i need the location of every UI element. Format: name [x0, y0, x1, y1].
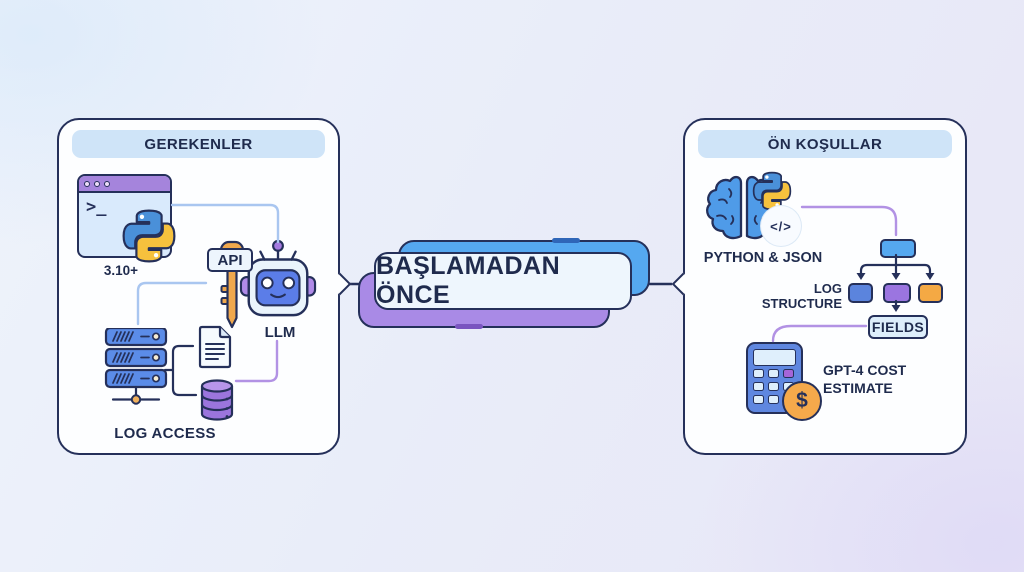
- requirements-panel: GEREKENLER >_ 3.10+ API LLM: [57, 118, 340, 455]
- python-version-label: 3.10+: [103, 263, 139, 278]
- prerequisites-header: ÖN KOŞULLAR: [698, 130, 952, 158]
- calculator-icon: [746, 342, 803, 414]
- dollar-coin-icon: $: [782, 381, 822, 421]
- robot-llm-icon: [239, 239, 317, 317]
- api-tag: API: [207, 248, 253, 272]
- cost-estimate-label: GPT-4 COST ESTIMATE: [823, 362, 907, 397]
- llm-label: LLM: [264, 324, 296, 341]
- calculator-screen: [753, 349, 796, 366]
- window-dot-icon: [104, 180, 110, 187]
- requirements-header: GEREKENLER: [72, 130, 325, 158]
- python-json-label: PYTHON & JSON: [703, 250, 823, 266]
- card-dash: [552, 238, 580, 243]
- prerequisites-panel: ÖN KOŞULLAR </> PYTHON & JSON LOG STRUCT…: [683, 118, 967, 455]
- terminal-titlebar: [79, 176, 170, 193]
- log-access-label: LOG ACCESS: [114, 425, 216, 442]
- tree-root-box: [880, 239, 916, 258]
- card-dash: [455, 324, 483, 329]
- server-stack-icon: [104, 328, 168, 405]
- window-dot-icon: [94, 180, 100, 187]
- database-icon: [200, 379, 234, 421]
- terminal-prompt: >_: [86, 197, 107, 217]
- python-logo-icon: [122, 209, 176, 263]
- tree-child-blue-box: [848, 283, 873, 303]
- window-dot-icon: [84, 180, 90, 187]
- code-badge-icon: </>: [761, 206, 801, 246]
- log-structure-label: LOG STRUCTURE: [761, 281, 842, 312]
- document-icon: [198, 325, 232, 369]
- tree-child-purple-box: [883, 283, 911, 303]
- tree-child-orange-box: [918, 283, 943, 303]
- center-title-card: BAŞLAMADAN ÖNCE: [374, 252, 632, 310]
- python-logo-icon: [752, 171, 792, 211]
- fields-box: FIELDS: [868, 315, 928, 339]
